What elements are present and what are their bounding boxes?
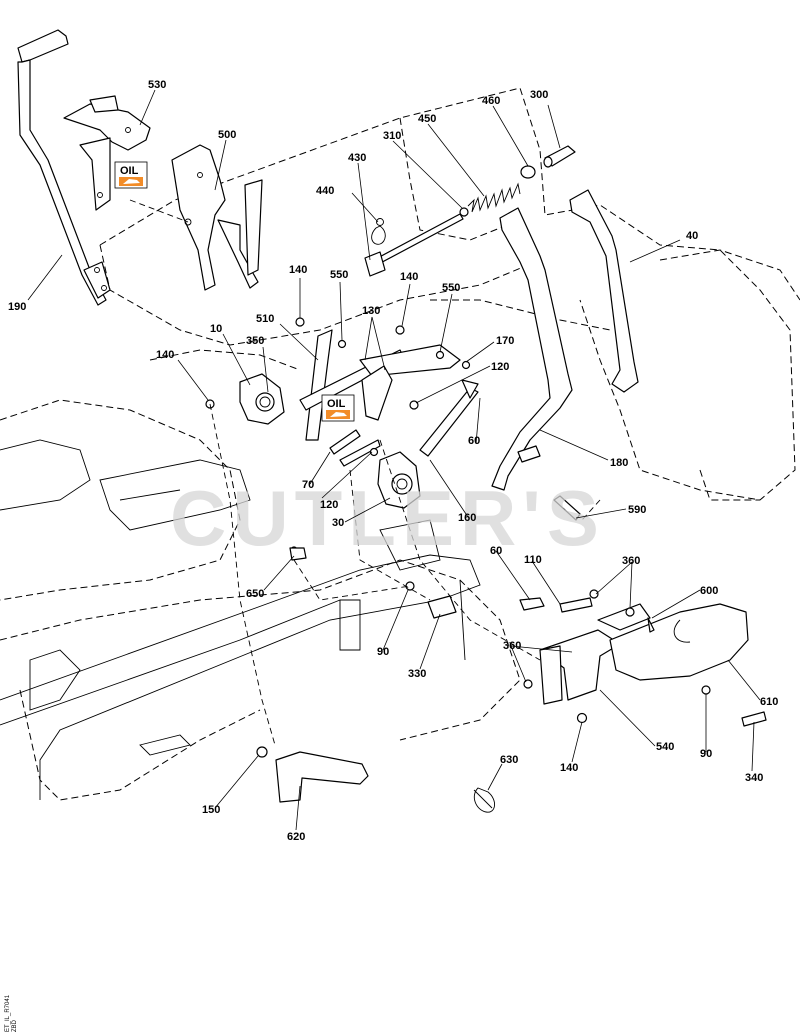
part-530-bracket	[63, 95, 151, 211]
callout-630: 630	[500, 754, 518, 766]
oil-badge-upper: OIL	[114, 161, 148, 189]
callout-300: 300	[530, 89, 548, 101]
part-160-plate	[419, 379, 479, 457]
callout-60-a: 60	[468, 435, 480, 447]
part-70-shaft	[329, 429, 381, 467]
part-610-shield	[609, 603, 749, 681]
callout-330: 330	[408, 668, 426, 680]
callout-340: 340	[745, 772, 763, 784]
svg-text:ZBD: ZBD	[12, 1019, 18, 1032]
callout-30: 30	[332, 517, 344, 529]
callout-60-b: 60	[490, 545, 502, 557]
part-630-clip	[473, 787, 495, 813]
callout-440: 440	[316, 185, 334, 197]
callout-40: 40	[686, 230, 698, 242]
callout-590: 590	[628, 504, 646, 516]
callout-170: 170	[496, 335, 514, 347]
callout-530: 530	[148, 79, 166, 91]
callout-labels: 530 500 190 300 460 450 310 430 440 40 1…	[8, 79, 778, 843]
part-150-nut	[256, 746, 268, 758]
callout-180: 180	[610, 457, 628, 469]
part-460-bushing	[520, 165, 536, 179]
callout-190: 190	[8, 301, 26, 313]
callout-450: 450	[418, 113, 436, 125]
callout-550-a: 550	[330, 269, 348, 281]
callout-110: 110	[524, 554, 542, 566]
callout-160: 160	[458, 512, 476, 524]
callout-140-a: 140	[289, 264, 307, 276]
leader-lines	[27, 89, 761, 831]
part-430-rod	[364, 213, 464, 277]
watermark: CUTLER'S	[170, 474, 605, 562]
part-40-handle	[569, 189, 639, 393]
callout-430: 430	[348, 152, 366, 164]
callout-120-a: 120	[491, 361, 509, 373]
callout-130: 130	[362, 305, 380, 317]
callout-600: 600	[700, 585, 718, 597]
callout-120-b: 120	[320, 499, 338, 511]
oil-badge-lower: OIL	[321, 394, 355, 422]
callout-70: 70	[302, 479, 314, 491]
callout-90-a: 90	[377, 646, 389, 658]
callout-310: 310	[383, 130, 401, 142]
callout-140-b: 140	[400, 271, 418, 283]
part-590-pin	[553, 495, 581, 521]
chassis-lower	[0, 439, 481, 800]
callout-460: 460	[482, 95, 500, 107]
callout-360-a: 360	[622, 555, 640, 567]
svg-text:OIL: OIL	[120, 165, 139, 177]
part-440-clip	[371, 218, 386, 245]
callout-150: 150	[202, 804, 220, 816]
callout-550-b: 550	[442, 282, 460, 294]
callout-90-b: 90	[700, 748, 712, 760]
part-300-pin	[543, 145, 576, 168]
callout-140-d: 140	[560, 762, 578, 774]
callout-350: 350	[246, 335, 264, 347]
drawing-code: ET_IL_R7041 ZBD	[5, 994, 18, 1032]
callout-610: 610	[760, 696, 778, 708]
part-350-bearing	[239, 373, 285, 425]
callout-500: 500	[218, 129, 236, 141]
assembly-lines	[129, 199, 601, 746]
svg-text:OIL: OIL	[327, 398, 346, 410]
part-190-lever	[17, 29, 111, 306]
part-620-bracket	[275, 751, 369, 803]
callout-540: 540	[656, 741, 674, 753]
callout-650: 650	[246, 588, 264, 600]
part-500-lever-assembly	[171, 144, 263, 291]
part-30-bearing	[377, 451, 421, 509]
callout-620: 620	[287, 831, 305, 843]
part-540-bracket	[539, 603, 651, 705]
part-650-bolt	[289, 547, 307, 561]
part-130-link	[359, 344, 461, 421]
callout-140-c: 140	[156, 349, 174, 361]
callout-10: 10	[210, 323, 222, 335]
frame-outline	[0, 87, 800, 801]
part-450-spring	[459, 182, 521, 217]
callout-360-b: 360	[503, 640, 521, 652]
fasteners-lower	[405, 581, 767, 727]
part-180-handle	[491, 207, 573, 491]
callout-510: 510	[256, 313, 274, 325]
svg-text:ET_IL_R7041: ET_IL_R7041	[5, 994, 11, 1032]
